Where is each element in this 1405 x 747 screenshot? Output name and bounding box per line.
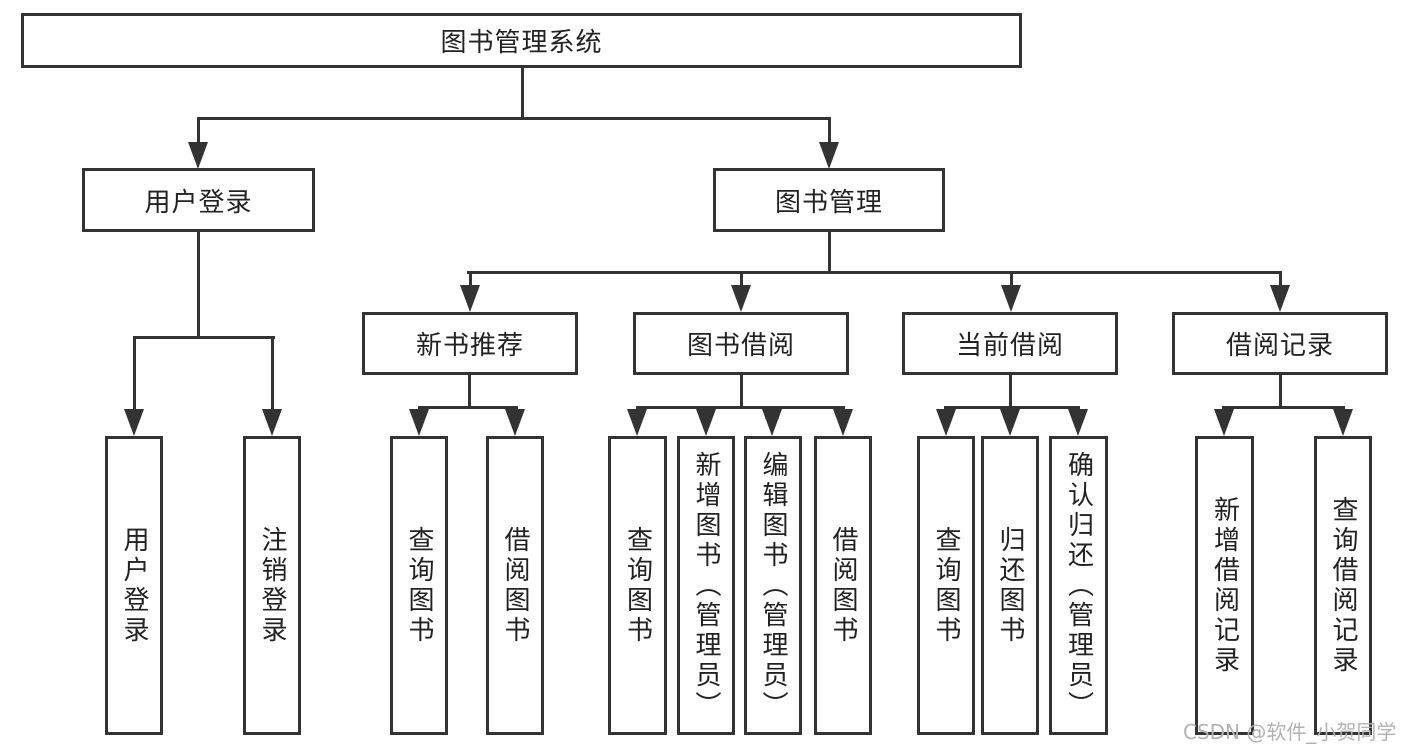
node-borrow-records: 借阅记录: [1172, 312, 1388, 375]
leaf-logout: 注销登录: [243, 436, 301, 735]
leaf-add-book-admin: 新增图书（管理员）: [677, 436, 735, 735]
connector-root-drop-right: [828, 117, 831, 145]
leaf-query-books-recommend-label: 查询图书: [404, 525, 434, 646]
node-new-book-recommend-label: 新书推荐: [415, 331, 524, 361]
node-new-book-recommend: 新书推荐: [362, 312, 578, 375]
leaf-add-borrow-record-label: 新增借阅记录: [1209, 495, 1240, 676]
node-current-borrow-label: 当前借阅: [955, 331, 1064, 361]
connector-borrow-stem: [740, 375, 743, 408]
leaf-query-books-borrow-label: 查询图书: [622, 525, 653, 646]
node-book-management-label: 图书管理: [774, 187, 883, 218]
arrow-down-icon: [731, 285, 751, 312]
connector-userlogin-drop-right: [271, 336, 274, 411]
connector-bookmgmt-bar: [467, 271, 1281, 274]
arrow-down-icon: [762, 409, 782, 436]
leaf-confirm-return-admin: 确认归还（管理员）: [1049, 436, 1108, 735]
arrow-down-icon: [1333, 409, 1353, 436]
leaf-logout-label: 注销登录: [257, 525, 287, 646]
arrow-down-icon: [627, 409, 647, 436]
leaf-return-book: 归还图书: [981, 436, 1039, 735]
arrow-down-icon: [1214, 409, 1234, 436]
connector-bookmgmt-drop-3: [1010, 271, 1013, 287]
leaf-borrow-books-recommend-label: 借阅图书: [500, 525, 530, 646]
connector-bookmgmt-drop-2: [740, 271, 743, 287]
arrow-down-icon: [505, 409, 525, 436]
connector-bookmgmt-drop-4: [1279, 271, 1282, 287]
node-book-borrow-label: 图书借阅: [686, 331, 795, 361]
leaf-edit-book-admin: 编辑图书（管理员）: [744, 436, 802, 735]
arrow-down-icon: [1000, 409, 1020, 436]
connector-current-stem: [1009, 375, 1012, 408]
leaf-return-book-label: 归还图书: [995, 525, 1025, 646]
arrow-down-icon: [833, 409, 853, 436]
leaf-user-login-label: 用户登录: [119, 525, 149, 646]
connector-current-bar: [944, 406, 1080, 409]
arrow-down-icon: [1001, 285, 1021, 312]
leaf-query-books-current-label: 查询图书: [931, 525, 961, 646]
node-borrow-records-label: 借阅记录: [1225, 331, 1334, 361]
arrow-down-icon: [460, 285, 480, 312]
leaf-query-books-recommend: 查询图书: [390, 436, 448, 735]
node-book-borrow: 图书借阅: [633, 312, 849, 375]
leaf-confirm-return-admin-label: 确认归还（管理员）: [1063, 450, 1094, 721]
connector-bookmgmt-drop-1: [469, 271, 472, 287]
connector-root-bar: [197, 117, 831, 120]
connector-borrow-bar: [636, 406, 845, 409]
arrow-down-icon: [409, 409, 429, 436]
arrow-down-icon: [124, 409, 144, 436]
leaf-borrow-books-borrow-label: 借阅图书: [828, 525, 858, 646]
leaf-edit-book-admin-label: 编辑图书（管理员）: [758, 450, 788, 721]
arrow-down-icon: [1270, 285, 1290, 312]
connector-records-stem: [1279, 375, 1282, 408]
arrow-down-icon: [936, 409, 956, 436]
connector-userlogin-bar: [133, 336, 275, 339]
node-current-borrow: 当前借阅: [902, 312, 1118, 375]
connector-recommend-bar: [418, 406, 518, 409]
leaf-query-borrow-record: 查询借阅记录: [1314, 436, 1372, 735]
connector-userlogin-stem: [197, 232, 200, 338]
connector-records-bar: [1222, 406, 1345, 409]
leaf-query-books-borrow: 查询图书: [608, 436, 667, 735]
connector-root-drop-left: [197, 117, 200, 145]
connector-userlogin-drop-left: [133, 336, 136, 411]
node-root: 图书管理系统: [21, 13, 1022, 68]
leaf-borrow-books-recommend: 借阅图书: [486, 436, 544, 735]
leaf-user-login: 用户登录: [105, 436, 163, 735]
connector-bookmgmt-stem: [828, 232, 831, 274]
arrow-down-icon: [1068, 409, 1088, 436]
leaf-query-books-current: 查询图书: [917, 436, 975, 735]
connector-root-stem: [521, 67, 524, 118]
node-user-login-label: 用户登录: [144, 187, 253, 218]
arrow-down-icon: [262, 409, 282, 436]
connector-recommend-stem: [468, 375, 471, 408]
leaf-query-borrow-record-label: 查询借阅记录: [1328, 495, 1358, 676]
arrow-down-icon: [696, 409, 716, 436]
node-user-login: 用户登录: [82, 168, 315, 232]
leaf-add-borrow-record: 新增借阅记录: [1195, 436, 1254, 735]
node-root-label: 图书管理系统: [440, 28, 603, 58]
watermark: CSDN @软件_小贺同学: [1183, 720, 1397, 744]
arrow-down-icon: [819, 142, 839, 169]
leaf-add-book-admin-label: 新增图书（管理员）: [691, 450, 721, 721]
node-book-management: 图书管理: [713, 168, 945, 232]
leaf-borrow-books-borrow: 借阅图书: [814, 436, 872, 735]
arrow-down-icon: [188, 142, 208, 169]
